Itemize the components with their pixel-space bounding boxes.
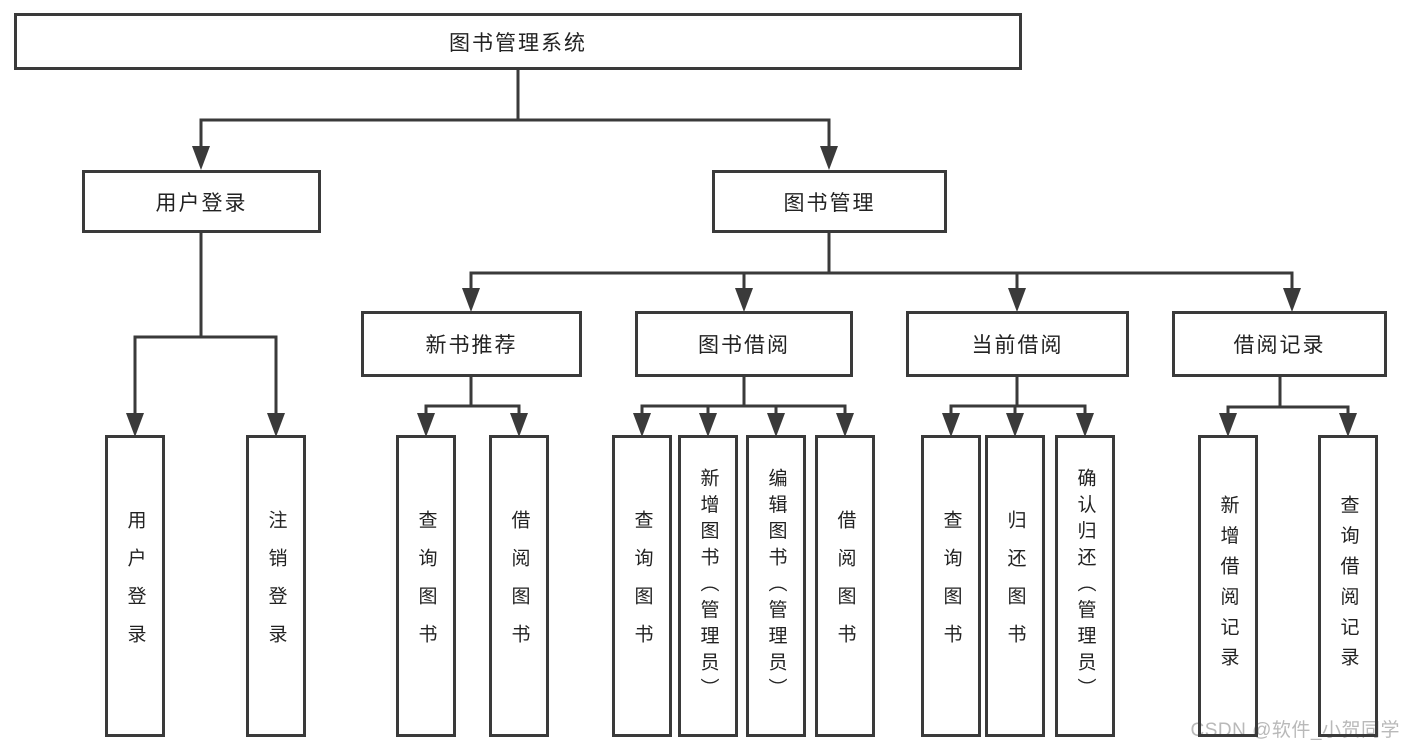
node-label: 用户登录: [124, 510, 146, 662]
node-label: 借阅图书: [508, 510, 530, 662]
node-label: 注销登录: [265, 510, 287, 662]
leaf-return-books: 归还图书: [985, 435, 1045, 737]
node-label: 图书管理: [783, 191, 876, 215]
node-label: 新增图书（管理员）: [697, 468, 719, 704]
leaf-user-login: 用户登录: [105, 435, 165, 737]
node-label: 新书推荐: [425, 334, 518, 357]
leaf-query-books-current: 查询图书: [921, 435, 981, 737]
node-borrowing-records: 借阅记录: [1172, 311, 1387, 377]
node-book-borrowing: 图书借阅: [635, 311, 853, 377]
node-book-management: 图书管理: [712, 170, 947, 233]
node-new-book-recommendation: 新书推荐: [361, 311, 582, 377]
node-label: 归还图书: [1004, 510, 1026, 662]
node-label: 查询借阅记录: [1337, 494, 1359, 678]
node-label: 当前借阅: [971, 334, 1064, 357]
node-label: 图书管理系统: [449, 31, 587, 55]
leaf-edit-books-admin: 编辑图书（管理员）: [746, 435, 806, 737]
node-library-management-system: 图书管理系统: [14, 13, 1022, 70]
node-label: 借阅图书: [834, 510, 856, 662]
node-label: 查询图书: [940, 510, 962, 662]
node-current-borrowing: 当前借阅: [906, 311, 1129, 377]
node-label: 查询图书: [631, 510, 653, 662]
leaf-query-books-borrowing: 查询图书: [612, 435, 672, 737]
leaf-query-books-recommend: 查询图书: [396, 435, 456, 737]
leaf-logout: 注销登录: [246, 435, 306, 737]
node-label: 新增借阅记录: [1217, 494, 1239, 678]
node-label: 确认归还（管理员）: [1074, 468, 1096, 704]
node-label: 查询图书: [415, 510, 437, 662]
node-user-login: 用户登录: [82, 170, 321, 233]
leaf-add-books-admin: 新增图书（管理员）: [678, 435, 738, 737]
leaf-add-borrow-record: 新增借阅记录: [1198, 435, 1258, 737]
leaf-borrow-books: 借阅图书: [815, 435, 875, 737]
leaf-query-borrow-record: 查询借阅记录: [1318, 435, 1378, 737]
leaf-confirm-return-admin: 确认归还（管理员）: [1055, 435, 1115, 737]
csdn-watermark: CSDN @软件_小贺同学: [1190, 720, 1400, 741]
node-label: 用户登录: [155, 191, 248, 215]
node-label: 编辑图书（管理员）: [765, 468, 787, 704]
node-label: 图书借阅: [698, 334, 790, 357]
node-label: 借阅记录: [1233, 334, 1326, 357]
leaf-borrow-books-recommend: 借阅图书: [489, 435, 549, 737]
